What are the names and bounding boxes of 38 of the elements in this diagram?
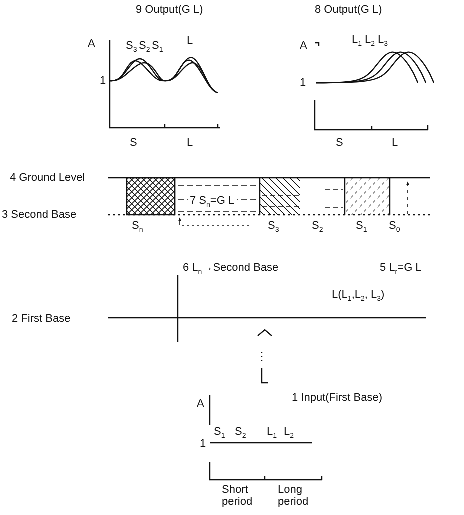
label: S$_{1}$ <box>214 426 226 441</box>
label: S$_{2}$ <box>235 426 246 441</box>
tick-label: 1 <box>100 75 106 88</box>
chart-title: 1 Input(First Base) <box>292 392 382 404</box>
label: S$_{2}$ <box>312 220 324 235</box>
axis-label: A <box>88 38 96 50</box>
axis-label: A <box>300 40 308 52</box>
label: L$_{2}$ <box>365 34 376 49</box>
tick-label: L$_{2}$ <box>284 426 294 441</box>
label: Short period <box>222 484 254 508</box>
tick-label: 1 <box>300 77 306 90</box>
label: S$_{3}$ <box>126 40 138 55</box>
chart-title: 9 Output(G L) <box>136 4 204 16</box>
label: 2 First Base <box>12 313 71 326</box>
label: 4 Ground Level <box>10 172 86 184</box>
label: S$_{1}$ <box>152 40 164 55</box>
label: L <box>187 35 194 48</box>
label: 3 Second Base <box>2 209 77 222</box>
label: L$_{3}$ <box>378 34 388 49</box>
label: S$_{0}$ <box>389 220 400 235</box>
label: 7 S$_{n}$=G L <box>188 195 237 210</box>
label: 5 L$_{r}$=G L <box>380 262 422 277</box>
label: L <box>392 137 398 150</box>
label: 6 L$_{n}$→Second Base <box>183 262 279 277</box>
label: L(L$_{1}$,L$_{2}$, L$_{3}$) <box>332 289 385 304</box>
label: S <box>336 137 344 150</box>
label: S$_{3}$ <box>268 220 280 235</box>
label: L <box>187 137 194 150</box>
label: 1 <box>200 438 206 450</box>
axis-label: A <box>197 398 204 410</box>
label: Long period <box>278 484 310 508</box>
label: L$_{1}$ <box>352 34 362 49</box>
chart-title: 8 Output(G L) <box>315 4 382 16</box>
label: S$_{1}$ <box>356 220 368 235</box>
label: S$_{2}$ <box>139 40 150 55</box>
label: S <box>130 137 138 150</box>
label: L$_{1}$ <box>267 426 278 441</box>
label: S$_{n}$ <box>132 220 144 235</box>
